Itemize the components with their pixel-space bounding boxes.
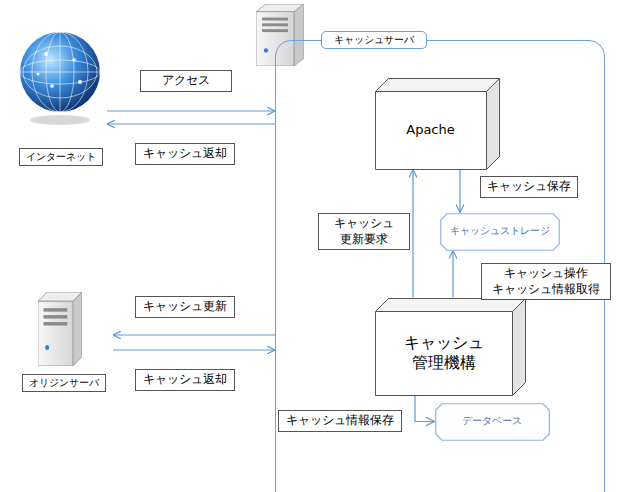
storage-shape bbox=[440, 213, 559, 250]
process-box: Apache bbox=[375, 78, 500, 170]
edge-label: アクセス bbox=[140, 70, 232, 92]
node-label: インターネット bbox=[19, 148, 103, 167]
node-face: キャッシュストレージ bbox=[440, 213, 560, 251]
node-label: キャッシュストレージ bbox=[450, 225, 550, 238]
arrow-connector bbox=[107, 110, 275, 111]
server-icon bbox=[38, 292, 82, 366]
node-face: Apache bbox=[375, 91, 487, 170]
arrow-connector bbox=[415, 396, 435, 422]
storage-box: キャッシュストレージ bbox=[440, 213, 560, 251]
edge-label: キャッシュ返却 bbox=[135, 369, 235, 391]
arrow-connector bbox=[113, 334, 275, 335]
arrow-connector bbox=[113, 349, 275, 350]
server-icon bbox=[256, 4, 304, 66]
node-face: オリジンサーバ bbox=[15, 374, 113, 393]
globe-icon bbox=[20, 32, 100, 125]
edge-label: キャッシュ情報保存 bbox=[278, 410, 402, 432]
edge-label: キャッシュ操作 キャッシュ情報取得 bbox=[481, 263, 611, 300]
endpoint-node: インターネット bbox=[15, 20, 107, 166]
box-face bbox=[486, 78, 499, 169]
box-face bbox=[512, 298, 525, 395]
node-face: データベース bbox=[435, 403, 550, 441]
node-label: データベース bbox=[462, 415, 522, 428]
storage-shape bbox=[435, 403, 549, 440]
edge-label: キャッシュ返却 bbox=[135, 143, 235, 165]
node-face: インターネット bbox=[15, 148, 107, 167]
node-label: オリジンサーバ bbox=[22, 374, 106, 393]
box-face bbox=[375, 311, 512, 395]
endpoint-node: オリジンサーバ bbox=[15, 288, 113, 392]
arrow-connector bbox=[107, 123, 275, 124]
box-face bbox=[375, 78, 499, 91]
storage-box: データベース bbox=[435, 403, 550, 441]
arrow-connector bbox=[459, 170, 460, 213]
arrow-connector bbox=[412, 170, 413, 298]
process-box: キャッシュ 管理機構 bbox=[375, 298, 526, 396]
edge-label: キャッシュ保存 bbox=[480, 176, 578, 198]
box-face bbox=[375, 91, 486, 169]
edge-label: キャッシュ 更新要求 bbox=[318, 213, 410, 250]
node-face: キャッシュ 管理機構 bbox=[375, 311, 513, 396]
region-heading: キャッシュサーバ bbox=[321, 31, 427, 49]
edge-label: キャッシュ更新 bbox=[135, 296, 235, 318]
node-label: キャッシュ 管理機構 bbox=[375, 333, 513, 373]
node-label: Apache bbox=[406, 122, 455, 138]
arrow-connector bbox=[452, 251, 453, 298]
